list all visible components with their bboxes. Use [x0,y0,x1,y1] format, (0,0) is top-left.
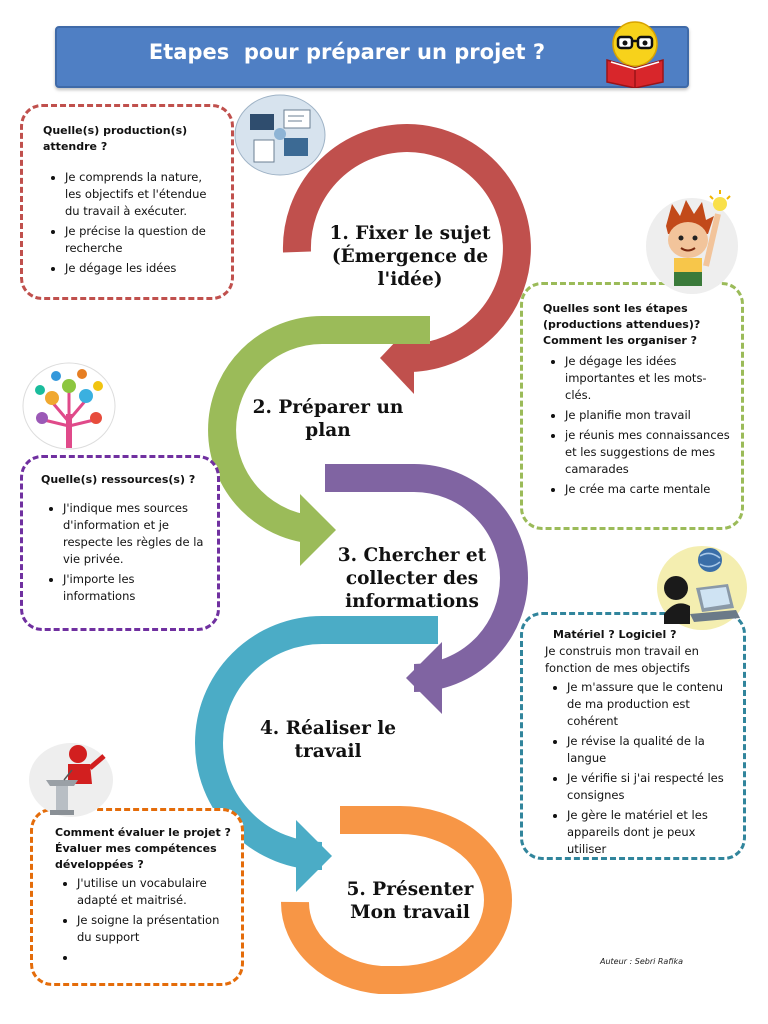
list-item: Je planifie mon travail [565,407,731,424]
list-item: J'importe les informations [63,571,207,605]
step-2-arrowhead [300,494,336,566]
ressources-box: Quelle(s) ressources(s) ? J'indique mes … [20,455,220,631]
list-item: Je crée ma carte mentale [565,481,731,498]
author-credit: Auteur : Sebri Rafika [600,957,684,966]
step-4-label: 4. Réaliser le travail [259,718,397,762]
step-1-arc [282,124,531,372]
list-item: Je vérifie si j'ai respecté les consigne… [567,770,733,804]
list-item: J'utilise un vocabulaire adapté et maitr… [77,875,233,909]
step-5-arc [280,806,512,994]
ressources-list: J'indique mes sources d'information et j… [41,500,207,605]
production-list: Je comprends la nature, les objectifs et… [43,169,217,277]
ressources-question: Quelle(s) ressources(s) ? [41,473,196,486]
list-item: Je gère le matériel et les appareils don… [567,807,733,858]
list-item: Je dégage les idées [65,260,217,277]
evaluation-box: Comment évaluer le projet ? Évaluer mes … [30,808,244,986]
production-question: Quelle(s) production(s) attendre ? [43,124,188,153]
step-5-label: 5. Présenter Mon travail [346,879,474,923]
evaluation-question: Comment évaluer le projet ? Évaluer mes … [55,826,231,871]
reading-smiley-icon [606,21,664,88]
materiel-lead: Je construis mon travail en fonction de … [545,644,699,675]
page-title: Etapes pour préparer un projet ? [148,40,546,64]
step-3-arrowhead [406,642,442,714]
list-item: Je révise la qualité de la langue [567,733,733,767]
list-item: Je m'assure que le contenu de ma product… [567,679,733,730]
list-item [77,949,233,966]
materiel-list: Je m'assure que le contenu de ma product… [545,679,733,858]
list-item: je réunis mes connaissances et les sugge… [565,427,731,478]
list-item: Je précise la question de recherche [65,223,217,257]
step-1-label: 1. Fixer le sujet (Émergence de l'idée) [329,223,491,290]
materiel-box: Matériel ? Logiciel ? Je construis mon t… [520,612,746,860]
title-banner: Etapes pour préparer un projet ? [55,21,689,88]
etapes-question: Quelles sont les étapes (productions att… [543,302,701,347]
idea-boy-icon [646,190,738,294]
step-3-arc [325,464,528,692]
production-box: Quelle(s) production(s) attendre ? Je co… [20,104,234,300]
step-4-arrowhead [296,820,332,892]
step-2-label: 2. Préparer un plan [252,397,404,441]
evaluation-list: J'utilise un vocabulaire adapté et maitr… [55,875,233,966]
step-2-arc [208,316,430,544]
list-item: J'indique mes sources d'information et j… [63,500,207,568]
step-4-arc [195,616,438,870]
materiel-question: Matériel ? Logiciel ? [553,628,677,641]
step-3-label: 3. Chercher et collecter des information… [337,545,487,612]
laptop-user-icon [657,546,747,630]
list-item: Je soigne la présentation du support [77,912,233,946]
etapes-list: Je dégage les idées importantes et les m… [543,353,731,498]
speaker-podium-icon [29,743,113,817]
etapes-box: Quelles sont les étapes (productions att… [520,282,744,530]
list-item: Je dégage les idées importantes et les m… [565,353,731,404]
social-network-tree-icon [22,362,116,450]
list-item: Je comprends la nature, les objectifs et… [65,169,217,220]
office-desk-icon [234,94,326,176]
